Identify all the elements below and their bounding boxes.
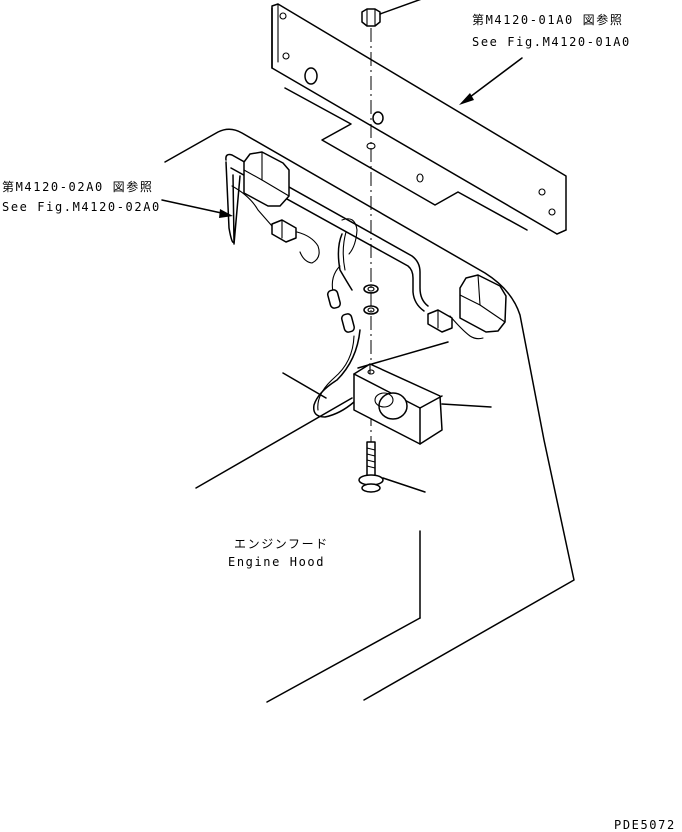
ref-top-ja: 第M4120-01A0 図参照	[472, 13, 624, 27]
hood-label-en: Engine Hood	[228, 555, 326, 569]
hood-label-ja: エンジンフード	[234, 537, 329, 551]
leader-arrows	[161, 57, 523, 218]
washers	[363, 284, 379, 315]
plate-underside-outline	[284, 87, 528, 231]
ref-left-en: See Fig.M4120-02A0	[2, 200, 161, 214]
work-light-housing	[353, 341, 492, 445]
bolt	[358, 441, 426, 493]
ref-left-ja: 第M4120-02A0 図参照	[2, 180, 154, 194]
wiring-harness	[225, 153, 484, 418]
connectors	[271, 219, 453, 333]
nut	[361, 0, 422, 27]
bracket-plate	[271, 3, 567, 235]
right-lamp	[459, 274, 507, 333]
left-lamp	[243, 151, 290, 207]
drawing-code: PDE5072	[614, 818, 676, 832]
ref-top-en: See Fig.M4120-01A0	[472, 35, 631, 49]
engine-hood-outline	[164, 128, 575, 703]
